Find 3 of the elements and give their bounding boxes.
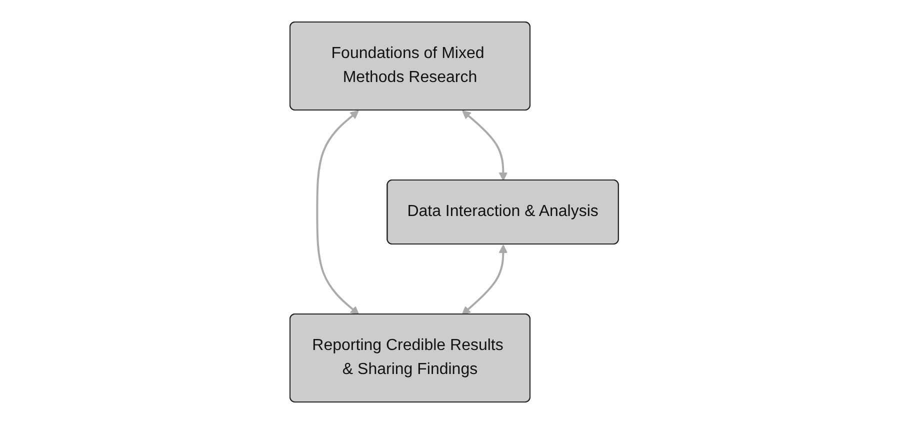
arrow [316,110,359,314]
arrow [462,244,508,314]
arrow [462,110,508,180]
